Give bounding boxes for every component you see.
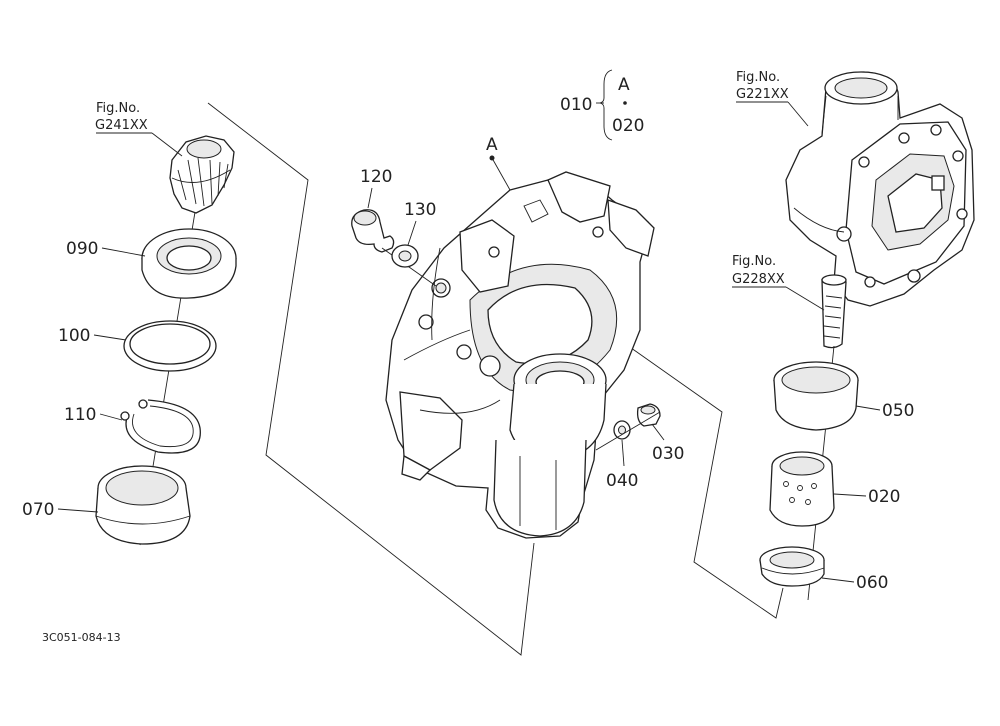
part-label-100: 100 — [58, 326, 90, 346]
fig-ref-g241: Fig.No. G241XX — [95, 101, 183, 157]
part-label-120: 120 — [360, 167, 392, 187]
fig-ref-g221: Fig.No. G221XX — [736, 70, 809, 127]
callout-070: 070 — [22, 500, 99, 520]
part-label-040: 040 — [606, 471, 638, 491]
assembly-group-010: 010 A 020 — [560, 69, 644, 141]
bevel-pinion-gear — [169, 135, 235, 214]
oil-seal-070 — [95, 465, 191, 545]
point-a-label: A — [486, 135, 498, 155]
fig-ref-g228-line2: G228XX — [732, 272, 785, 287]
part-label-060: 060 — [856, 573, 888, 593]
assembly-group-child-a: A — [618, 75, 630, 95]
oil-seal-050 — [773, 361, 859, 431]
assembly-group-parent-label: 010 — [560, 95, 592, 115]
callout-090: 090 — [66, 239, 146, 259]
part-label-030: 030 — [652, 444, 684, 464]
callout-120: 120 — [360, 167, 392, 209]
callout-040: 040 — [606, 439, 638, 491]
washer-040 — [595, 411, 661, 451]
callout-050: 050 — [855, 401, 914, 421]
plug-120 — [351, 209, 437, 287]
upper-gear-housing-g221 — [785, 71, 975, 307]
center-gear-case-housing — [385, 171, 655, 539]
part-label-130: 130 — [404, 200, 436, 220]
fig-ref-g221-line2: G221XX — [736, 87, 789, 102]
callout-110: 110 — [64, 405, 123, 425]
bushing-020 — [769, 451, 835, 527]
part-label-070: 070 — [22, 500, 54, 520]
part-label-050: 050 — [882, 401, 914, 421]
explosion-frame-right — [579, 311, 784, 619]
callout-030: 030 — [651, 423, 684, 464]
callout-130: 130 — [404, 200, 436, 246]
part-label-110: 110 — [64, 405, 96, 425]
drawing-code: 3C051-084-13 — [42, 631, 121, 644]
part-label-020: 020 — [868, 487, 900, 507]
explosion-frame-left — [207, 102, 535, 656]
circlip-110 — [120, 399, 201, 454]
o-ring-100 — [123, 320, 217, 372]
fig-ref-g228: Fig.No. G228XX — [732, 254, 825, 311]
ball-bearing-090 — [141, 228, 237, 299]
fig-ref-g241-line1: Fig.No. — [96, 101, 140, 116]
assembly-group-child-020: 020 — [612, 116, 644, 136]
callout-020: 020 — [833, 487, 900, 507]
part-label-090: 090 — [66, 239, 98, 259]
fig-ref-g241-line2: G241XX — [95, 118, 148, 133]
plug-030 — [636, 403, 661, 427]
callout-100: 100 — [58, 326, 127, 346]
fig-ref-g228-line1: Fig.No. — [732, 254, 776, 269]
callout-060: 060 — [821, 573, 888, 593]
seal-060 — [759, 546, 825, 587]
point-a-marker: A — [486, 135, 511, 191]
fig-ref-g221-line1: Fig.No. — [736, 70, 780, 85]
washer-130 — [391, 244, 419, 268]
